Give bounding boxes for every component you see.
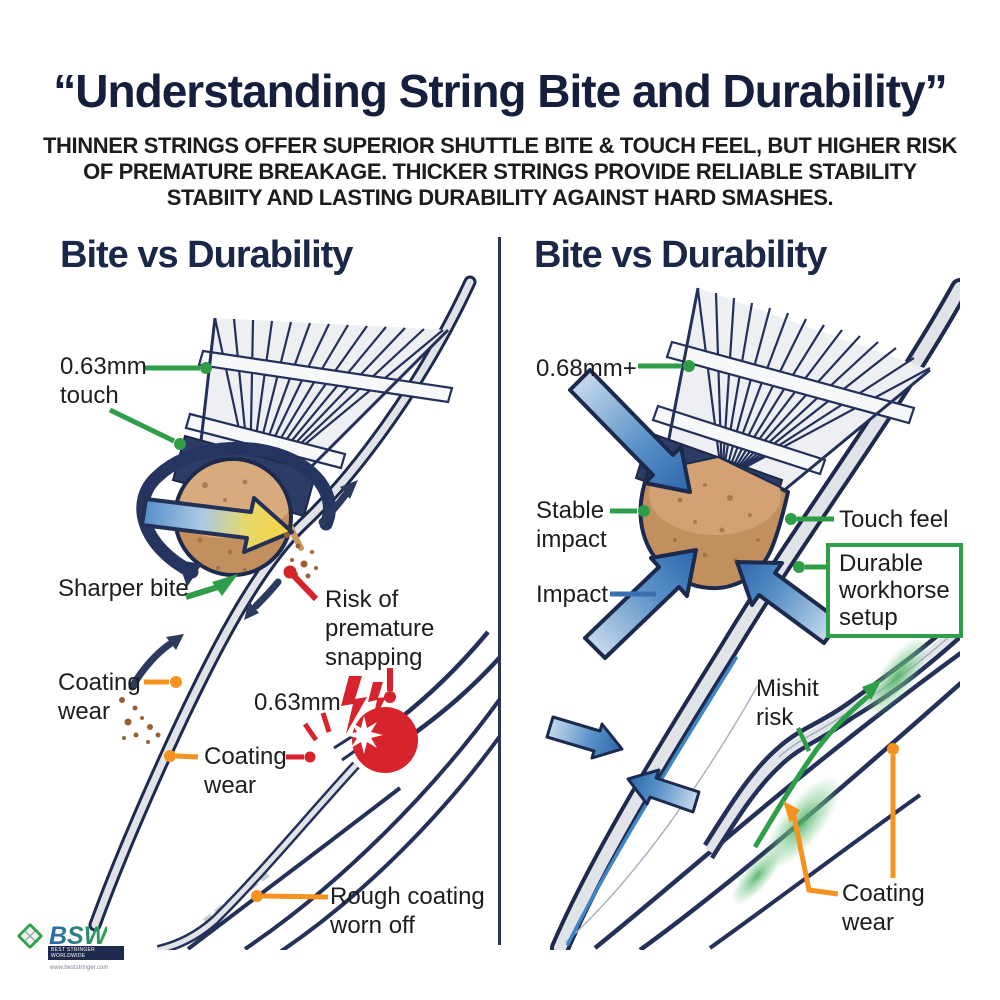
label-rough-coating: Rough coating worn off — [330, 883, 485, 939]
label-mishit-risk: Mishit risk — [756, 675, 819, 731]
panel-divider — [498, 237, 501, 945]
bsw-logo-tagline: BEST STRINGER WORLDWIDE — [48, 946, 124, 960]
risk-snapping-pointer — [283, 565, 319, 602]
feather-stitch-band — [184, 412, 347, 470]
mishit-risk-arrow — [752, 679, 882, 849]
subtitle-line-2: OF PREMATURE BREAKAGE. THICKER STRINGS P… — [83, 159, 917, 184]
label-gauge-touch: 0.63mm touch — [60, 353, 147, 409]
label-touch-feel: Touch feel — [839, 506, 949, 533]
right-panel-illustration — [545, 278, 960, 950]
stress-glow — [731, 635, 930, 905]
feather-stitch-band — [651, 404, 827, 476]
gauge-pointer — [638, 360, 695, 372]
shuttlecock-feathers — [184, 317, 454, 481]
snapped-string-upper — [396, 630, 500, 737]
label-sharper-bite: Sharper bite — [58, 575, 189, 602]
gauge-snap-pointer — [302, 668, 396, 742]
left-panel-heading: Bite vs Durability — [60, 234, 353, 276]
label-stable-impact: Stable impact — [536, 497, 607, 553]
shuttlecock-feathers — [651, 287, 931, 494]
label-gauge: 0.63mm — [254, 689, 341, 716]
lightning-bolt-icon — [341, 676, 367, 734]
bsw-logo-website: www.beststringer.com — [50, 965, 109, 971]
bsw-logo-icon — [17, 923, 43, 949]
coating-wear-lower-pointer — [164, 750, 199, 762]
label-coating-wear-upper: Coating wear — [58, 669, 141, 725]
rough-coating-pointer — [251, 890, 329, 902]
durable-setup-pointer — [793, 561, 827, 573]
coating-wear-lower-red-pointer — [286, 751, 316, 763]
coating-wear-upper-pointer — [144, 676, 182, 688]
coating-debris — [119, 532, 318, 744]
label-coating-wear-right: Coating wear — [842, 880, 925, 936]
coating-wear-pointer — [783, 743, 899, 897]
spin-swirl-arrow — [136, 441, 336, 587]
label-durable-setup-box: Durable workhorse setup — [826, 543, 963, 638]
label-coating-wear-lower: Coating wear — [204, 743, 287, 799]
sharper-bite-arrow — [185, 574, 238, 600]
friction-arrows — [128, 480, 358, 691]
impact-arrows — [545, 368, 842, 814]
lightning-bolt-small-icon — [368, 682, 386, 724]
snap-burst — [341, 676, 418, 773]
right-panel-heading: Bite vs Durability — [534, 234, 827, 276]
label-gauge-plus: 0.68mm+ — [536, 355, 637, 382]
feather-stitch-band — [665, 340, 916, 425]
subtitle-line-3: STABIITY AND LASTING DURABILITY AGAINST … — [166, 185, 834, 210]
label-risk-snapping: Risk of premature snapping — [325, 586, 435, 671]
background-strings — [186, 695, 500, 950]
label-impact: Impact — [536, 581, 609, 608]
page-title: “Understanding String Bite and Durabilit… — [53, 65, 947, 117]
stable-impact-pointer — [610, 505, 650, 517]
bsw-logo: BSW BEST STRINGER WORLDWIDE www.beststri… — [14, 920, 124, 971]
page-subtitle: THINNER STRINGS OFFER SUPERIOR SHUTTLE B… — [0, 133, 1000, 211]
subtitle-line-1: THINNER STRINGS OFFER SUPERIOR SHUTTLE B… — [43, 133, 957, 158]
touch-feel-pointer — [785, 513, 834, 525]
gauge-touch-pointer — [108, 362, 212, 450]
bsw-logo-brand: BSW — [49, 921, 108, 950]
left-panel-illustration — [88, 275, 500, 950]
